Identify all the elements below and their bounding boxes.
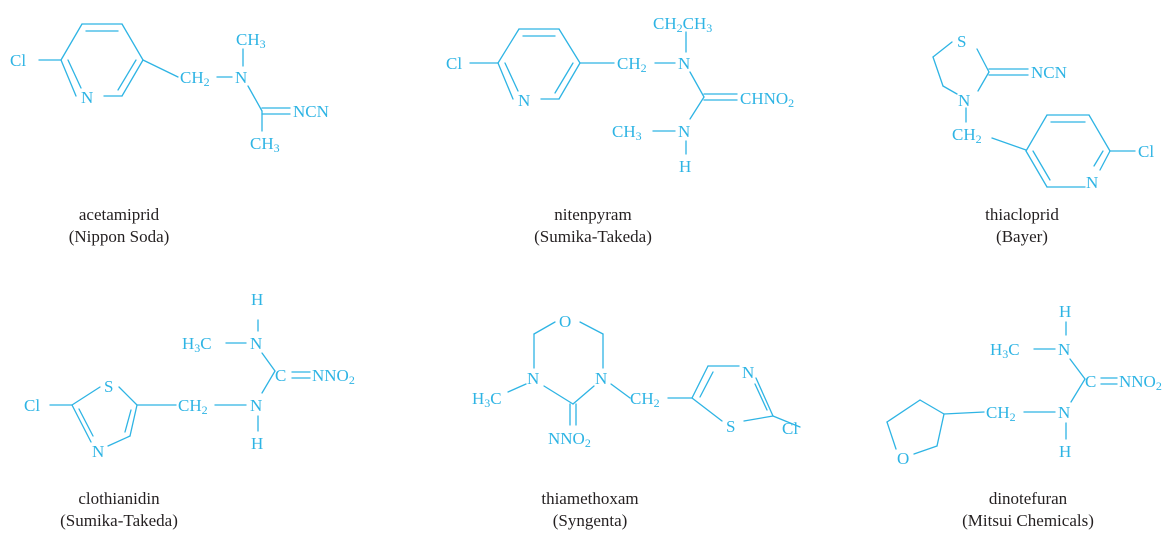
caption-dinotefuran: dinotefuran (Mitsui Chemicals) xyxy=(928,488,1128,532)
acetamiprid-ch3-top-label: CH3 xyxy=(236,30,266,51)
dinotefuran-n-bottom-label: N xyxy=(1058,403,1070,422)
thiamethoxam-n-left-label: N xyxy=(527,369,539,388)
nitenpyram-n-label: N xyxy=(678,54,690,73)
dinotefuran-h3c-label: H3C xyxy=(990,340,1020,361)
clothianidin-ch2-label: CH2 xyxy=(178,396,208,417)
thiacloprid-s-label: S xyxy=(957,32,966,51)
thiacloprid-n-pyridine-label: N xyxy=(1086,173,1098,192)
thiamethoxam-n-thiazole-label: N xyxy=(742,363,754,382)
clothianidin-nno2-label: NNO2 xyxy=(312,366,355,387)
thiamethoxam-cl-label: Cl xyxy=(782,419,798,438)
compound-company: (Sumika-Takeda) xyxy=(534,227,652,246)
thiacloprid-n-label: N xyxy=(958,91,970,110)
thiamethoxam-n-right-label: N xyxy=(595,369,607,388)
dinotefuran-c-label: C xyxy=(1085,372,1096,391)
structure-acetamiprid: Cl N CH2 N CH3 NCN CH3 xyxy=(10,23,329,155)
compound-company: (Bayer) xyxy=(996,227,1048,246)
thiamethoxam-o-label: O xyxy=(559,312,571,331)
nitenpyram-h-label: H xyxy=(679,157,691,176)
dinotefuran-ch2-label: CH2 xyxy=(986,403,1016,424)
caption-nitenpyram: nitenpyram (Sumika-Takeda) xyxy=(493,204,693,248)
compound-name: clothianidin xyxy=(78,489,160,508)
compound-company: (Nippon Soda) xyxy=(68,227,170,246)
compound-name: thiacloprid xyxy=(985,205,1059,224)
structure-dinotefuran: H H3C N C NNO2 CH2 N H O xyxy=(886,302,1162,468)
dinotefuran-h-bottom-label: H xyxy=(1059,442,1071,461)
structure-clothianidin: H H3C N C NNO2 Cl S CH2 N H N xyxy=(24,290,355,461)
structure-thiamethoxam: O N N H3C CH2 NNO2 N S Cl xyxy=(472,312,801,450)
compound-company: (Syngenta) xyxy=(552,511,628,530)
structure-nitenpyram: Cl N CH2 N CH2CH3 CHNO2 CH3 N H xyxy=(446,14,794,176)
clothianidin-s-label: S xyxy=(104,377,113,396)
thiacloprid-ncn-label: NCN xyxy=(1031,63,1067,82)
compound-company: (Sumika-Takeda) xyxy=(60,511,178,530)
dinotefuran-o-label: O xyxy=(897,449,909,468)
clothianidin-c-label: C xyxy=(275,366,286,385)
acetamiprid-ch3-bottom-label: CH3 xyxy=(250,134,280,155)
acetamiprid-ch2-label: CH2 xyxy=(180,68,210,89)
acetamiprid-ncn-label: NCN xyxy=(293,102,329,121)
caption-clothianidin: clothianidin (Sumika-Takeda) xyxy=(19,488,219,532)
clothianidin-h-bottom-label: H xyxy=(251,434,263,453)
nitenpyram-ch3-label: CH3 xyxy=(612,122,642,143)
compound-company: (Mitsui Chemicals) xyxy=(962,511,1094,530)
thiamethoxam-s-label: S xyxy=(726,417,735,436)
nitenpyram-ethyl-label: CH2CH3 xyxy=(653,14,712,35)
clothianidin-cl-label: Cl xyxy=(24,396,40,415)
clothianidin-n-thiazole-label: N xyxy=(92,442,104,461)
thiacloprid-ch2-label: CH2 xyxy=(952,125,982,146)
clothianidin-n-top-label: N xyxy=(250,334,262,353)
acetamiprid-n-label: N xyxy=(235,68,247,87)
nitenpyram-cl-label: Cl xyxy=(446,54,462,73)
structure-thiacloprid: S NCN N CH2 Cl N xyxy=(932,32,1154,192)
thiamethoxam-ch2-label: CH2 xyxy=(630,389,660,410)
caption-thiamethoxam: thiamethoxam (Syngenta) xyxy=(490,488,690,532)
caption-acetamiprid: acetamiprid (Nippon Soda) xyxy=(19,204,219,248)
dinotefuran-nno2-label: NNO2 xyxy=(1119,372,1162,393)
clothianidin-h3c-label: H3C xyxy=(182,334,212,355)
acetamiprid-cl-label: Cl xyxy=(10,51,26,70)
acetamiprid-n-ring-label: N xyxy=(81,88,93,107)
clothianidin-n-bottom-label: N xyxy=(250,396,262,415)
caption-thiacloprid: thiacloprid (Bayer) xyxy=(922,204,1122,248)
thiacloprid-cl-label: Cl xyxy=(1138,142,1154,161)
dinotefuran-n-top-label: N xyxy=(1058,340,1070,359)
nitenpyram-n-lower-label: N xyxy=(678,122,690,141)
thiamethoxam-nno2-label: NNO2 xyxy=(548,429,591,450)
compound-name: thiamethoxam xyxy=(541,489,639,508)
compound-name: nitenpyram xyxy=(554,205,632,224)
nitenpyram-ch2-label: CH2 xyxy=(617,54,647,75)
dinotefuran-h-top-label: H xyxy=(1059,302,1071,321)
compound-name: acetamiprid xyxy=(78,205,160,224)
compound-name: dinotefuran xyxy=(988,489,1068,508)
nitenpyram-chno2-label: CHNO2 xyxy=(740,89,794,110)
clothianidin-h-top-label: H xyxy=(251,290,263,309)
thiamethoxam-h3c-label: H3C xyxy=(472,389,502,410)
nitenpyram-n-ring-label: N xyxy=(518,91,530,110)
